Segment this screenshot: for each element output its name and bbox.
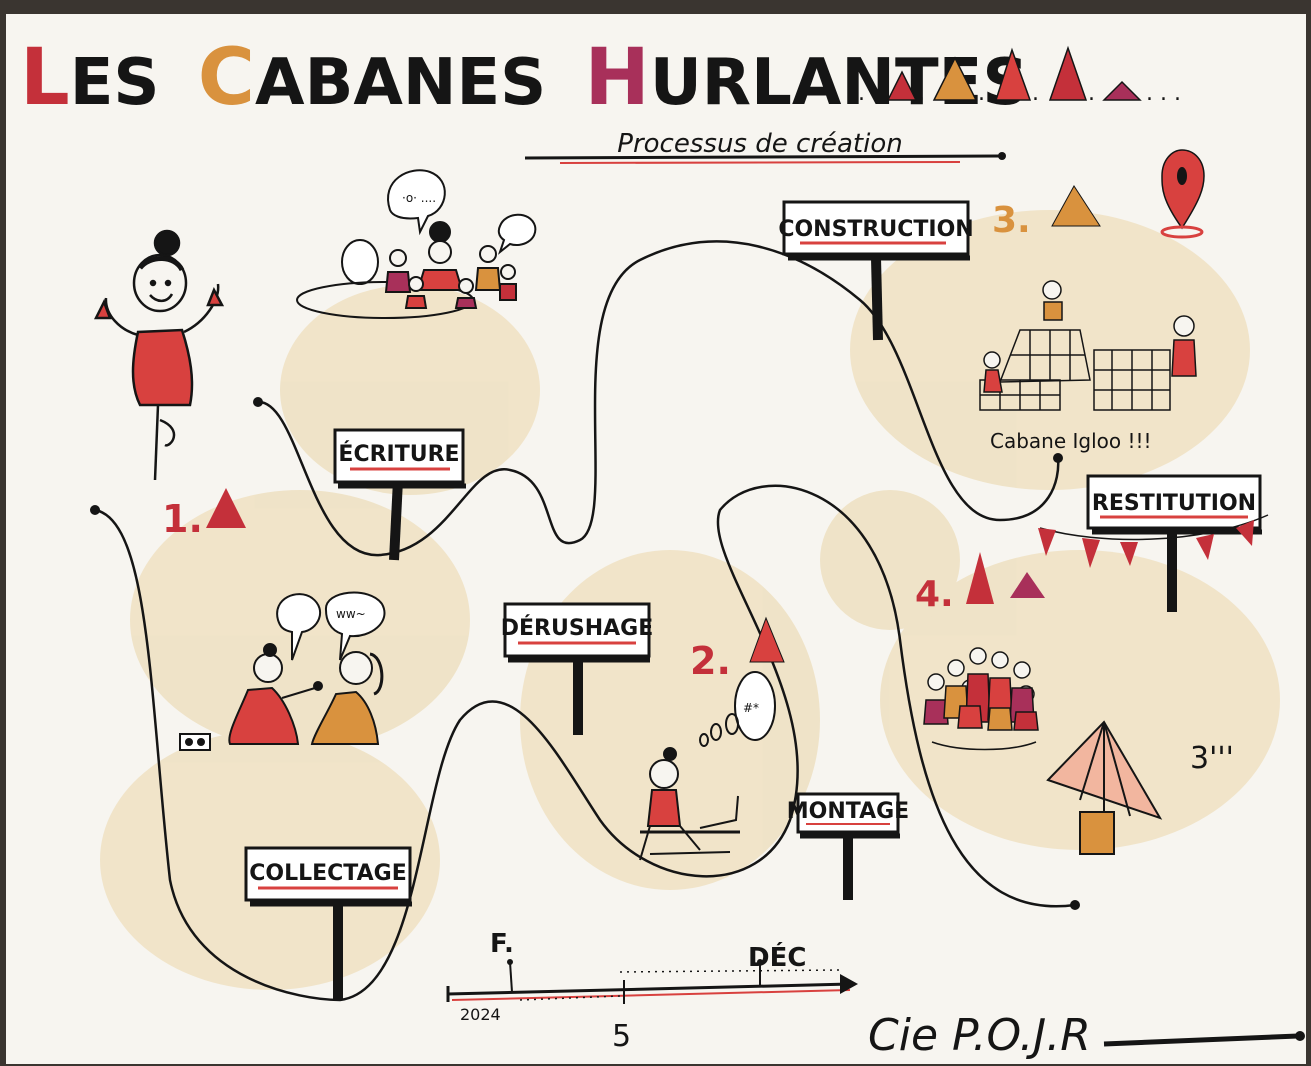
writing-group-illustration: ·o· ....	[296, 169, 537, 319]
sign-collectage: COLLECTAGE	[244, 846, 412, 1000]
interview-illustration: ww~	[179, 591, 386, 751]
timeline: F. 2024 5 DÉC	[446, 929, 858, 1054]
sign-restitution-label: RESTITUTION	[1092, 491, 1256, 516]
map-pin-icon	[1160, 149, 1205, 239]
title-word-3-initial: H	[585, 33, 650, 123]
signature-block: Cie P.O.J.R	[868, 1010, 1305, 1061]
sign-construction-label: CONSTRUCTION	[778, 217, 973, 242]
stage-4-marker: 4.	[915, 552, 1045, 615]
dancing-girl-figure	[93, 229, 225, 481]
svg-text:#*: #*	[743, 701, 759, 715]
stage-1-marker: 1.	[162, 488, 246, 541]
stage-3-number: 3.	[992, 200, 1031, 241]
page-title: LES CABANES HURLANTES	[20, 33, 1028, 123]
timeline-end-label: DÉC	[748, 941, 806, 973]
winding-path	[94, 484, 1076, 1002]
subtitle: Processus de création	[617, 129, 902, 159]
stage-2-number: 2.	[690, 639, 731, 683]
sign-construction: CONSTRUCTION	[778, 200, 974, 341]
stage-2-marker: 2.	[690, 616, 785, 683]
sign-restitution: RESTITUTION	[1038, 474, 1269, 612]
igloo-construction-illustration: Cabane Igloo !!!	[979, 280, 1197, 453]
audience-illustration	[923, 647, 1039, 751]
signature: Cie P.O.J.R	[868, 1010, 1091, 1061]
svg-text:.: .	[1032, 81, 1039, 106]
stage-4-triangle-1	[966, 552, 994, 604]
stage-4-triangle-2	[1010, 572, 1045, 598]
subtitle-dot	[998, 152, 1006, 160]
title-word-2-initial: C	[198, 33, 255, 123]
sign-derushage-label: DÉRUSHAGE	[501, 615, 653, 641]
sign-montage: MONTAGE	[787, 792, 909, 900]
subtitle-underline	[524, 154, 1001, 160]
svg-text:·o· ....: ·o· ....	[402, 191, 436, 205]
title-word-1-initial: L	[20, 33, 70, 123]
title-word-1-rest: ES	[70, 46, 160, 120]
svg-text:.: .	[1088, 81, 1095, 106]
editing-girl-illustration: #*	[639, 671, 776, 861]
path-dot	[253, 397, 263, 407]
sign-montage-label: MONTAGE	[787, 799, 909, 824]
timeline-mid-label: 5	[612, 1019, 631, 1054]
svg-text:3''': 3'''	[1190, 741, 1234, 776]
title-word-3-rest: URLANTES	[650, 46, 1029, 120]
subtitle-underline-red	[559, 161, 961, 164]
svg-text:.: .	[918, 81, 925, 106]
stage-4-number: 4.	[915, 574, 954, 615]
timeline-year: 2024	[460, 1005, 501, 1024]
stage-3-marker: 3.	[992, 149, 1205, 241]
tent-illustration: 3'''	[1046, 720, 1234, 855]
sign-ecriture-label: ÉCRITURE	[338, 441, 459, 467]
svg-text:ww~: ww~	[336, 607, 366, 621]
title-word-2-rest: ABANES	[255, 46, 546, 120]
path-dot	[1070, 900, 1080, 910]
stage-2-triangle	[749, 616, 785, 663]
svg-text:.: .	[978, 81, 985, 106]
stage-3-triangle	[1051, 185, 1101, 227]
sign-collectage-label: COLLECTAGE	[249, 861, 406, 886]
sign-ecriture: ÉCRITURE	[333, 428, 466, 561]
construction-caption: Cabane Igloo !!!	[990, 429, 1152, 453]
stage-1-triangle	[206, 488, 246, 528]
sign-derushage: DÉRUSHAGE	[501, 602, 653, 735]
path-dot	[90, 505, 100, 515]
stage-1-number: 1.	[162, 497, 203, 541]
svg-text:.: .	[858, 81, 865, 106]
title-triangles-decoration: . . . . . . . .	[858, 45, 1181, 106]
svg-text:. . .: . . .	[1146, 81, 1181, 106]
timeline-start-label: F.	[490, 929, 514, 959]
path-dot	[1053, 453, 1063, 463]
